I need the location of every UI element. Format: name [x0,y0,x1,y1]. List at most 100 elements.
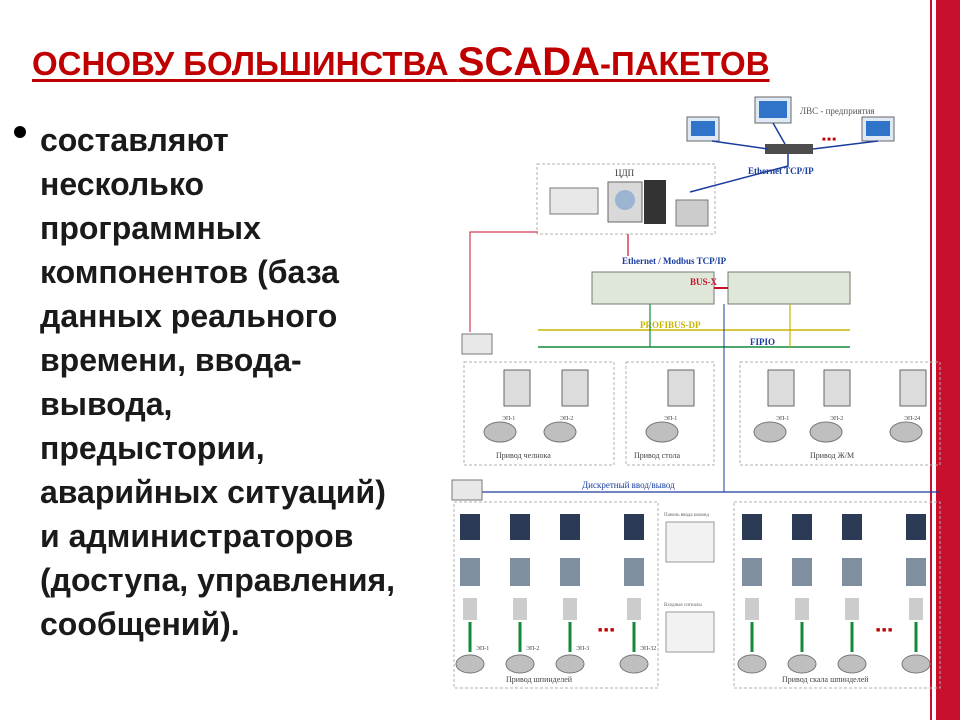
contactor-column [619,514,649,674]
motor-icon [619,654,649,674]
breaker-icon [510,514,530,540]
drive-group-frame [739,361,941,466]
scada-network-diagram: ■ ■ ■ ЛВС - предприятия Ethernet TCP/IP … [451,96,941,689]
ellipsis-dots: ■ ■ ■ [876,626,892,634]
bus-x-label: BUS-X [690,277,718,287]
motor-icon [645,421,679,443]
lan-label: ЛВС - предприятия [800,106,875,116]
breaker-icon [460,514,480,540]
cdp-frame [536,163,716,235]
profibus-label: PROFIBUS-DP [640,320,701,330]
fipio-label: FIPIO [750,337,775,347]
contactor-icon [624,558,644,586]
spindle-group-frame [733,501,941,689]
motor-icon [555,654,585,674]
spindle-group-frame [453,501,659,689]
pc-screen [691,121,715,136]
lan-to-cdp-link [689,154,789,193]
relay-icon [795,598,809,620]
pc-screen [866,121,890,136]
frequency-drive-icon [823,369,851,407]
drive-groups: ЭП-1 ЭП-2 ЭП-1 ЭП-1 ЭП-2 ЭП-24 Привод че… [463,361,941,466]
breaker-icon [742,514,762,540]
contactor-column [837,514,867,674]
contactor-column [787,514,817,674]
discrete-io-label: Дискретный ввод/вывод [582,480,675,490]
motor-icon [837,654,867,674]
contactor-icon [792,558,812,586]
motor-icon [753,421,787,443]
motor-icon [455,654,485,674]
pc-screen [759,101,787,118]
frequency-drive-icon [899,369,927,407]
contactor-column [505,514,535,674]
contactor-icon [742,558,762,586]
slide-title: ОСНОВУ БОЛЬШИНСТВА SCADA-ПАКЕТОВ [32,40,770,85]
drive-group-frame [463,361,615,466]
motor-label: ЭП-1 [776,416,789,422]
relay-icon [563,598,577,620]
frequency-drive-icon [767,369,795,407]
breaker-icon [560,514,580,540]
ethernet-modbus-label: Ethernet / Modbus TCP/IP [622,256,727,266]
drive-group-label: Привод челнока [496,451,551,460]
operator-terminal-icon [451,479,483,501]
plc-rack-icon [591,271,715,305]
lan-link [812,140,879,150]
motor-icon [737,654,767,674]
drive-group-label: Привод Ж/М [810,451,854,460]
relay-icon [627,598,641,620]
motor-icon [543,421,577,443]
operator-terminal-icon [461,333,493,355]
contactor-column [555,514,585,674]
spindle-group-label: Привод шпинделей [506,675,573,684]
frequency-drive-icon [503,369,531,407]
input-signals-panel-icon [665,611,715,653]
relay-icon [745,598,759,620]
frequency-drive-icon [667,369,695,407]
contactor-icon [842,558,862,586]
relay-icon [463,598,477,620]
network-switch-icon [765,144,813,154]
motor-icon [483,421,517,443]
contactor-icon [560,558,580,586]
accent-stripe [936,0,960,720]
contactor-column [901,514,931,674]
contactor-column [737,514,767,674]
motor-icon [505,654,535,674]
drive-group-label: Привод стола [634,451,680,460]
motor-label: ЭП-1 [476,646,489,652]
lan-link [711,140,769,150]
cdp-aux-link [469,231,538,332]
drive-group-frame [625,361,715,466]
contactor-icon [906,558,926,586]
motor-icon [787,654,817,674]
panel-label: Входные сигналы [664,603,702,608]
bullet-dot-icon [14,126,26,138]
motor-label: ЭП-1 [502,416,515,422]
operator-panel-icon [549,187,599,215]
contactor-icon [460,558,480,586]
motor-icon [889,421,923,443]
cdp-section: ЦДП [536,163,716,235]
lan-dots: ■ ■ ■ [822,137,836,143]
command-panel-icon [665,521,715,563]
motor-label: ЭП-3 [576,646,589,652]
spindle-group-label: Привод скала шпинделей [782,675,869,684]
ethernet-tcp-label: Ethernet TCP/IP [748,166,814,176]
title-part-1: ОСНОВУ БОЛЬШИНСТВА [32,45,458,82]
printer-icon [675,199,709,227]
motor-label: ЭП-2 [560,416,573,422]
contactor-icon [510,558,530,586]
breaker-icon [624,514,644,540]
cdp-label: ЦДП [615,168,635,178]
server-tower-icon [644,180,666,224]
plc-rack-icon [727,271,851,305]
accent-line [930,0,932,720]
motor-label: ЭП-2 [830,416,843,422]
title-part-2: SCADA [457,40,601,84]
relay-icon [513,598,527,620]
lan-link [772,122,786,145]
breaker-icon [842,514,862,540]
title-part-3: -ПАКЕТОВ [600,45,770,82]
